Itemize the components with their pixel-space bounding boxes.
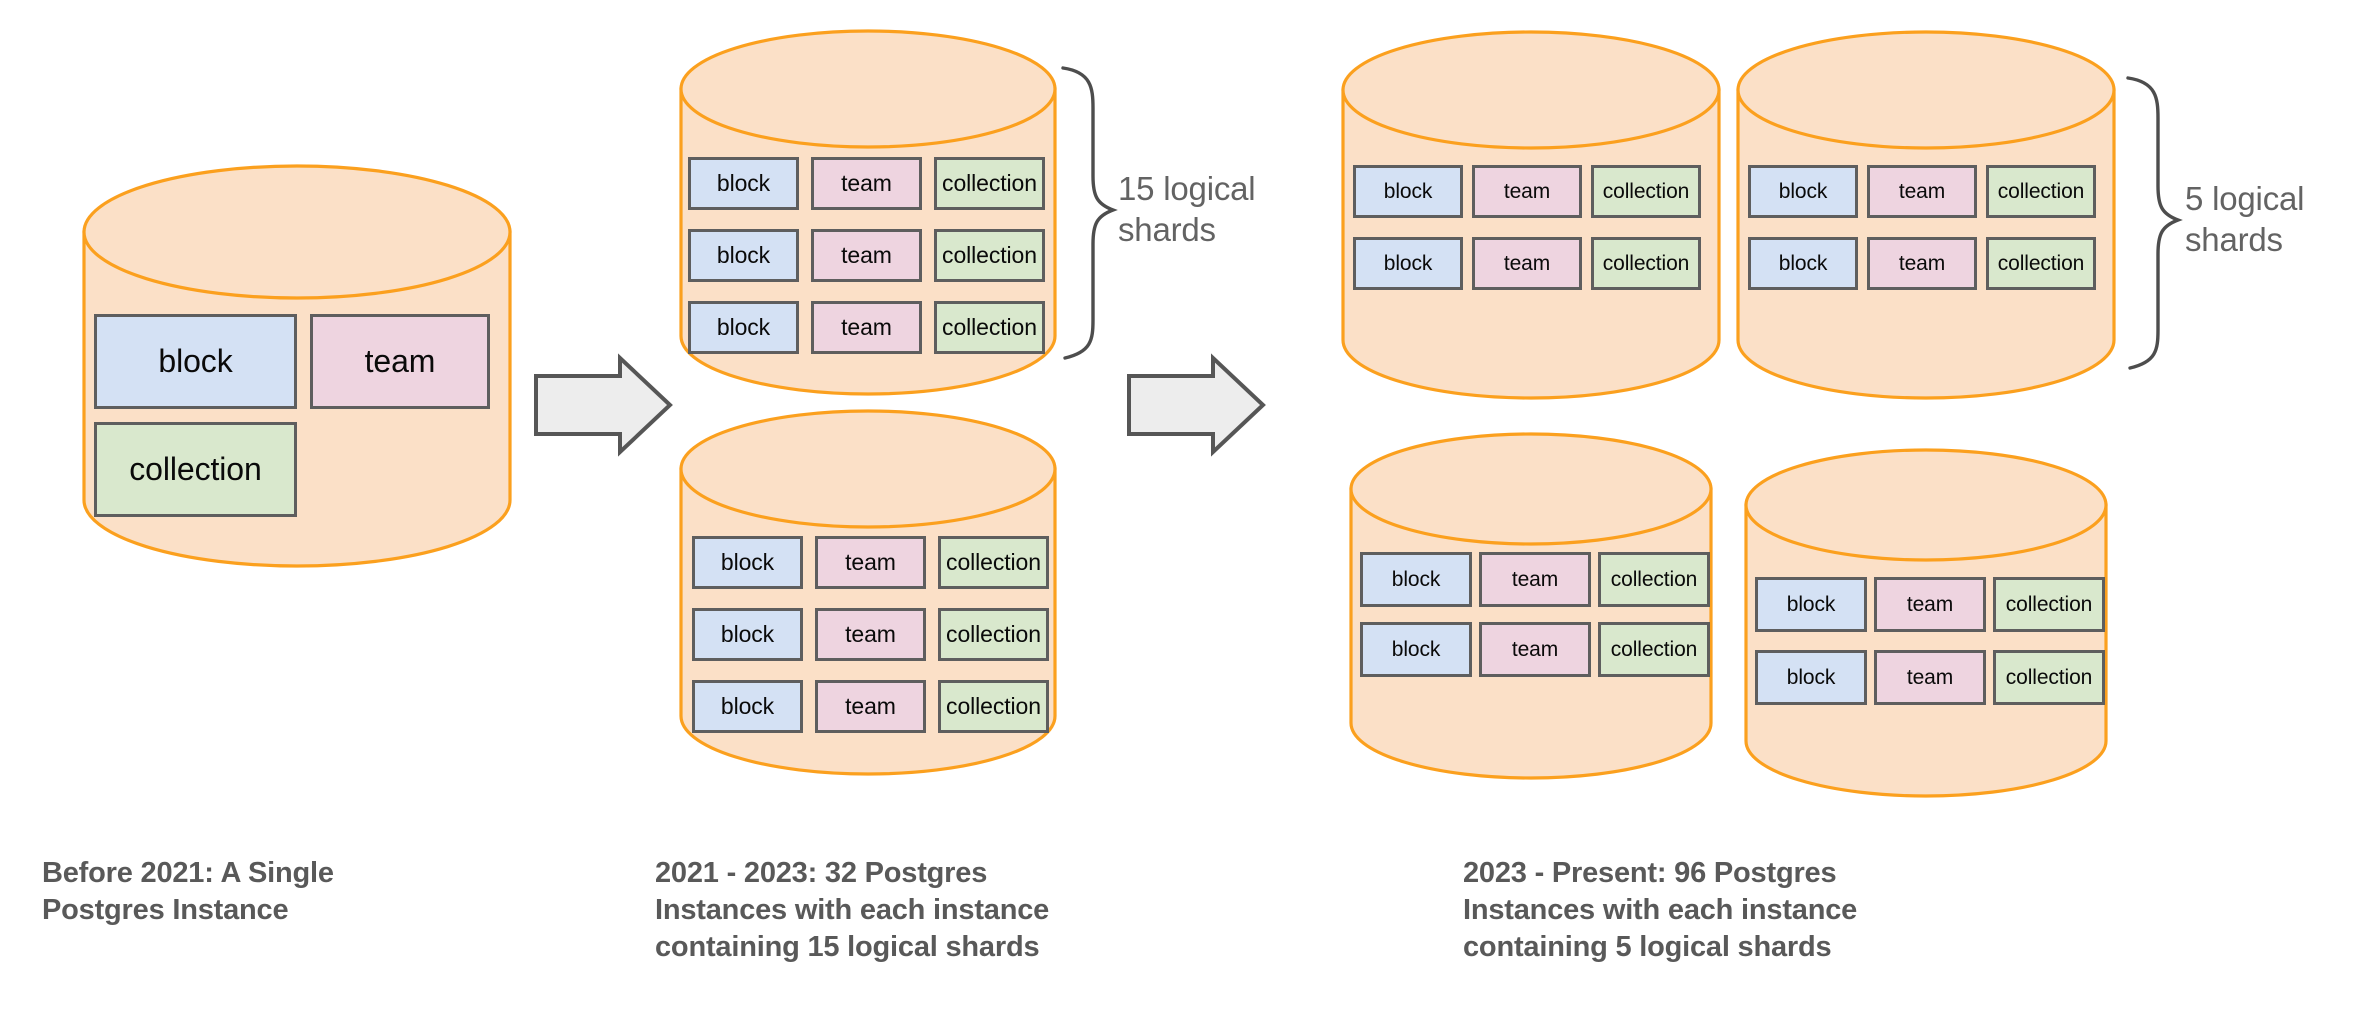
shard-box-team[interactable]: team bbox=[815, 680, 926, 733]
shard-box-team[interactable]: team bbox=[1479, 622, 1591, 677]
arrow-1-to-2 bbox=[534, 353, 673, 457]
shard-box-collection[interactable]: collection bbox=[1591, 165, 1701, 218]
shard-box-collection[interactable]: collection bbox=[1993, 577, 2105, 632]
caption-line-1: Before 2021: A Single bbox=[42, 857, 334, 889]
brace-5-shards bbox=[2126, 76, 2183, 370]
shard-box-collection[interactable]: collection bbox=[1598, 552, 1710, 607]
shard-box-collection[interactable]: collection bbox=[934, 157, 1045, 210]
shard-box-block[interactable]: block bbox=[692, 680, 803, 733]
shard-box-collection[interactable]: collection bbox=[938, 536, 1049, 589]
shard-box-block[interactable]: block bbox=[1755, 650, 1867, 705]
shard-box-block[interactable]: block bbox=[1360, 552, 1472, 607]
shard-box-block[interactable]: block bbox=[1748, 165, 1858, 218]
brace-label-5-shards: 5 logical shards bbox=[2185, 178, 2304, 261]
shard-box-collection[interactable]: collection bbox=[938, 680, 1049, 733]
brace-label-line-2: shards bbox=[1118, 211, 1216, 249]
shard-box-collection[interactable]: collection bbox=[938, 608, 1049, 661]
shard-box-team[interactable]: team bbox=[1472, 237, 1582, 290]
caption-line-2: Instances with each instance bbox=[1463, 894, 1858, 927]
caption-line-2: Postgres Instance bbox=[42, 894, 289, 927]
shard-box-team[interactable]: team bbox=[811, 301, 922, 354]
shard-box-block[interactable]: block bbox=[1360, 622, 1472, 677]
shard-box-block[interactable]: block bbox=[692, 536, 803, 589]
shard-box-block[interactable]: block bbox=[1748, 237, 1858, 290]
shard-box-team[interactable]: team bbox=[1874, 577, 1986, 632]
brace-label-line-1: 5 logical bbox=[2185, 180, 2305, 217]
shard-box-collection[interactable]: collection bbox=[934, 229, 1045, 282]
shard-box-collection[interactable]: collection bbox=[1986, 237, 2096, 290]
shard-box-collection[interactable]: collection bbox=[1986, 165, 2096, 218]
caption-line-1: 2023 - Present: 96 Postgres bbox=[1463, 857, 1837, 889]
shard-box-collection[interactable]: collection bbox=[1598, 622, 1710, 677]
shard-box-collection[interactable]: collection bbox=[1591, 237, 1701, 290]
shard-box-block[interactable]: block bbox=[688, 301, 799, 354]
shard-box-collection[interactable]: collection bbox=[1993, 650, 2105, 705]
shard-box-block[interactable]: block bbox=[688, 229, 799, 282]
caption-line-1: 2021 - 2023: 32 Postgres bbox=[655, 857, 988, 889]
brace-15-shards bbox=[1061, 66, 1118, 360]
shard-box-team[interactable]: team bbox=[811, 229, 922, 282]
brace-label-line-1: 15 logical bbox=[1118, 170, 1256, 207]
shard-box-block[interactable]: block bbox=[1353, 165, 1463, 218]
shard-box-team[interactable]: team bbox=[811, 157, 922, 210]
brace-label-15-shards: 15 logical shards bbox=[1118, 168, 1256, 251]
shard-box-team[interactable]: team bbox=[815, 536, 926, 589]
caption-line-3: containing 5 logical shards bbox=[1463, 931, 1832, 964]
caption-line-3: containing 15 logical shards bbox=[655, 931, 1040, 964]
stage-3-caption: 2023 - Present: 96 Postgres Instances wi… bbox=[1463, 855, 2043, 966]
stage-2-caption: 2021 - 2023: 32 Postgres Instances with … bbox=[655, 855, 1215, 966]
shard-box-team[interactable]: team bbox=[1874, 650, 1986, 705]
shard-box-team[interactable]: team bbox=[1867, 165, 1977, 218]
shard-box-collection[interactable]: collection bbox=[934, 301, 1045, 354]
shard-box-block[interactable]: block bbox=[688, 157, 799, 210]
brace-label-line-2: shards bbox=[2185, 221, 2283, 259]
shard-box-team[interactable]: team bbox=[815, 608, 926, 661]
shard-box-team[interactable]: team bbox=[1472, 165, 1582, 218]
stage-1-caption: Before 2021: A Single Postgres Instance bbox=[42, 855, 492, 929]
shard-box-block[interactable]: block bbox=[94, 314, 297, 409]
arrow-2-to-3 bbox=[1127, 353, 1266, 457]
shard-box-team[interactable]: team bbox=[310, 314, 490, 409]
shard-box-block[interactable]: block bbox=[692, 608, 803, 661]
shard-box-block[interactable]: block bbox=[1755, 577, 1867, 632]
shard-box-team[interactable]: team bbox=[1867, 237, 1977, 290]
caption-line-2: Instances with each instance bbox=[655, 894, 1050, 927]
shard-box-team[interactable]: team bbox=[1479, 552, 1591, 607]
shard-box-collection[interactable]: collection bbox=[94, 422, 297, 517]
shard-box-block[interactable]: block bbox=[1353, 237, 1463, 290]
